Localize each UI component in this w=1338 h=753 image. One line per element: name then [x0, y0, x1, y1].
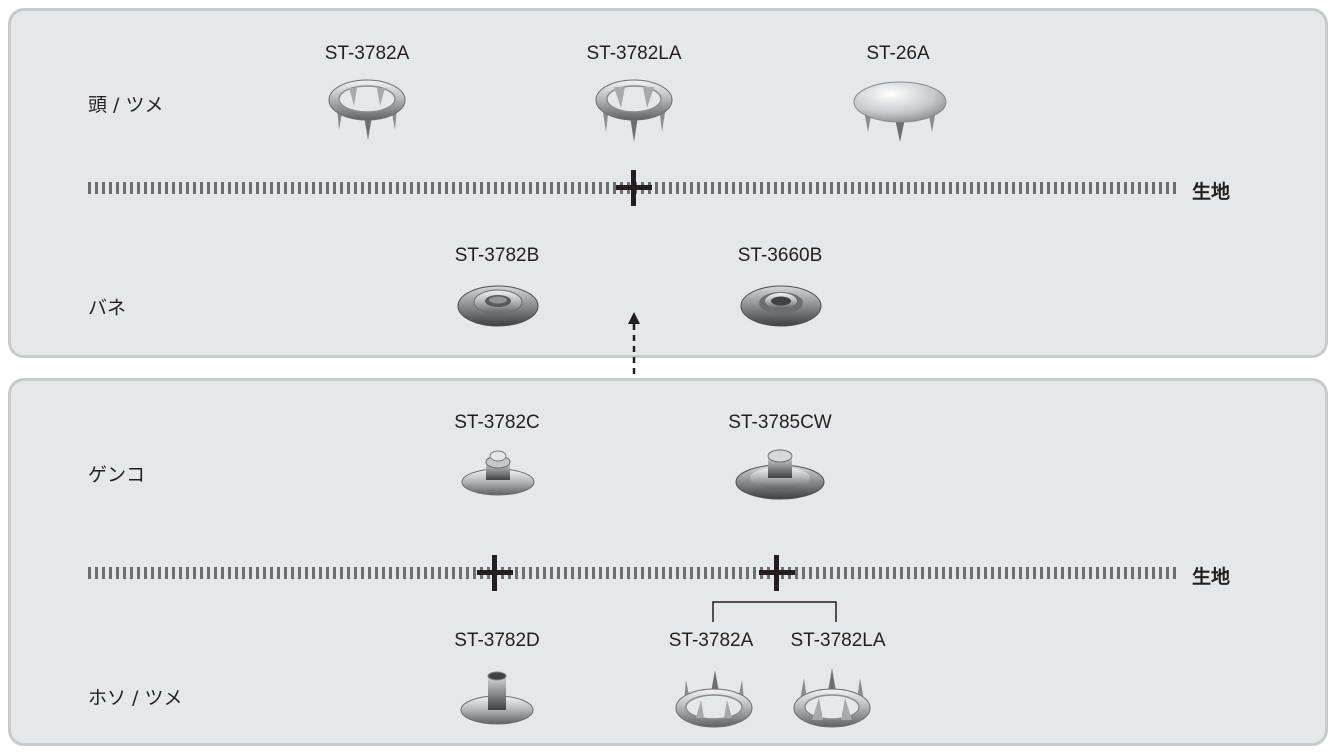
plus-icon-top [616, 170, 652, 206]
ring-prong-icon [328, 79, 406, 140]
bottom-panel [8, 378, 1328, 746]
part-code-st-3660b: ST-3660B [737, 245, 823, 266]
part-code-st-3785cw: ST-3785CW [728, 412, 832, 433]
part-code-st-3782d: ST-3782D [454, 630, 540, 651]
fabric-label-top: 生地 [1192, 181, 1231, 203]
fabric-label-bottom: 生地 [1192, 566, 1231, 588]
part-code-st-3782a-bottom: ST-3782A [668, 630, 754, 651]
part-code-st-3782la-top: ST-3782LA [586, 43, 682, 64]
fabric-line-bottom [88, 567, 1176, 579]
ring-prong-inverted-icon [675, 670, 753, 728]
socket-icon [457, 285, 539, 327]
part-code-st-3782la-bottom: ST-3782LA [790, 630, 886, 651]
ring-prong-large-icon [595, 79, 673, 142]
socket-large-icon [740, 285, 822, 327]
pearl-cap-prong-icon [853, 81, 947, 142]
row-label-spring: バネ [88, 297, 127, 319]
part-code-st-3782a-top: ST-3782A [324, 43, 410, 64]
stud-large-icon [735, 449, 825, 500]
plus-icon-bottom-right [759, 555, 795, 591]
plus-icon-bottom-left [477, 555, 513, 591]
post-icon [460, 671, 534, 725]
row-label-post-prong: ホソ / ツメ [88, 687, 183, 709]
ring-prong-large-inverted-icon [793, 668, 871, 728]
part-code-st-26a: ST-26A [866, 43, 930, 64]
part-code-st-3782c: ST-3782C [454, 412, 540, 433]
bracket-connector [712, 601, 837, 622]
stud-icon [461, 450, 535, 496]
part-code-st-3782b: ST-3782B [454, 245, 540, 266]
row-label-stud: ゲンコ [88, 464, 146, 486]
row-label-head-prong: 頭 / ツメ [88, 94, 164, 116]
